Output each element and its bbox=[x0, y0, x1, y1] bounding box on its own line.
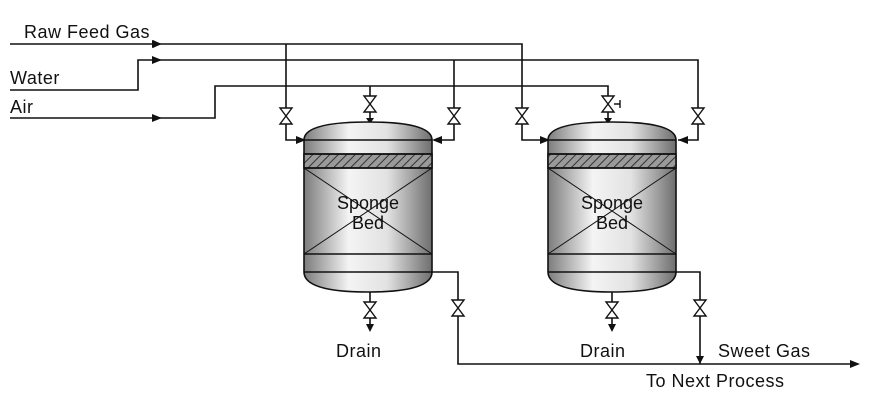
drain-label-2: Drain bbox=[580, 341, 626, 361]
valve-icon bbox=[600, 95, 621, 113]
bed-label-line-2: Bed bbox=[595, 213, 629, 233]
sweet-gas-label: Sweet Gas bbox=[718, 341, 811, 361]
valve-icon bbox=[514, 107, 530, 125]
valve-icon bbox=[450, 299, 466, 317]
air-label: Air bbox=[10, 97, 34, 117]
valve-icon bbox=[362, 301, 378, 319]
bed-label-line-2: Bed bbox=[351, 213, 385, 233]
vessel-2-bed-label: Sponge Bed bbox=[552, 193, 672, 233]
valve-icon bbox=[604, 301, 620, 319]
outlet-line-2 bbox=[676, 271, 701, 300]
raw-feed-gas-line bbox=[10, 43, 523, 108]
arrowheads bbox=[152, 40, 860, 368]
air-line-2 bbox=[160, 85, 609, 119]
outlet-line-1 bbox=[430, 271, 459, 300]
valve-icon bbox=[278, 107, 294, 125]
vessel-2 bbox=[547, 121, 677, 293]
to-next-process-label: To Next Process bbox=[646, 371, 785, 391]
bed-label-line-1: Sponge bbox=[580, 193, 644, 213]
valve-icon bbox=[690, 107, 706, 125]
valves bbox=[278, 95, 708, 319]
vessel-1 bbox=[303, 121, 433, 293]
piping bbox=[10, 43, 856, 365]
raw-feed-gas-label: Raw Feed Gas bbox=[24, 22, 151, 42]
valve-icon bbox=[362, 95, 378, 113]
vessel-1-bed-label: Sponge Bed bbox=[308, 193, 428, 233]
drain-label-1: Drain bbox=[336, 341, 382, 361]
valve-icon bbox=[446, 107, 462, 125]
bed-label-line-1: Sponge bbox=[336, 193, 400, 213]
valve-icon bbox=[692, 299, 708, 317]
water-label: Water bbox=[10, 68, 60, 88]
water-line bbox=[10, 59, 699, 108]
